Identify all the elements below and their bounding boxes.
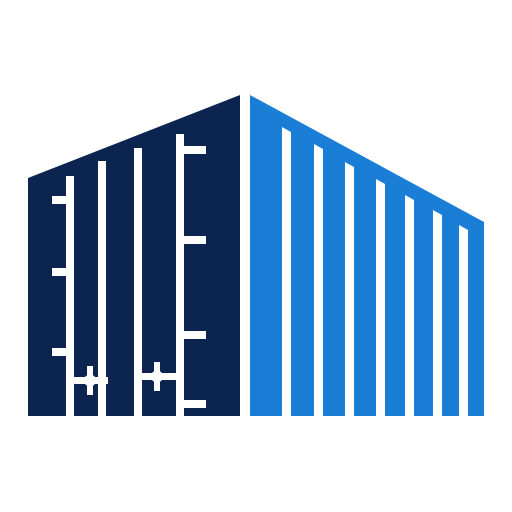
lock-bar [66,176,74,416]
door-bar-brackets [52,146,206,408]
bar-bracket [182,146,206,154]
handle-hinge [154,362,160,391]
bar-bracket [52,268,68,276]
side-groove [405,195,414,416]
container-side-face [250,95,484,416]
side-groove [345,162,354,416]
side-groove [459,225,468,416]
side-groove [314,144,323,416]
handle-hinge [87,366,93,395]
lock-bar [134,148,142,416]
side-corrugation [282,127,468,416]
lock-bar [176,134,184,416]
side-groove [433,210,442,416]
bar-bracket [52,196,68,204]
bar-bracket [52,348,68,356]
lock-bar [98,161,106,416]
bar-bracket [182,400,206,408]
door-lock-bars [66,134,184,416]
bar-bracket [182,236,206,244]
bar-bracket [182,331,206,339]
side-groove [282,127,291,416]
door-handles [72,362,178,395]
side-groove [376,179,385,416]
